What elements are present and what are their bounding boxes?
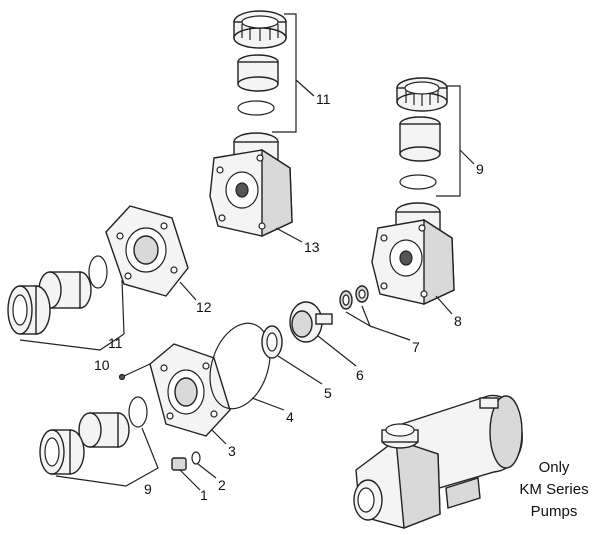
pump-housing-right [371,202,455,306]
impeller [289,301,333,343]
screw [118,363,151,381]
note-line-1: Only [539,459,570,476]
top-union-tailpiece [237,54,279,92]
seal-plate [105,205,189,297]
lower-union-nut [39,429,85,475]
leader-lines [19,13,475,491]
callout-1: 1 [200,487,208,503]
right-union-tailpiece [399,116,441,162]
callout-3: 3 [228,443,236,459]
km-series-pump [353,394,523,529]
note-line-3: Pumps [531,503,578,520]
callout-13: 13 [304,239,320,255]
note-line-2: KM Series [519,481,588,498]
right-union-oring [399,174,437,190]
callout-8: 8 [454,313,462,329]
left-union-tailpiece [38,271,92,309]
front-seal-plate [149,343,231,437]
lower-union-tailpiece [78,412,130,448]
callout-4: 4 [286,409,294,425]
callout-6: 6 [356,367,364,383]
callout-11-top: 11 [316,91,331,107]
wear-rings [339,285,369,310]
callout-9-lower: 9 [144,481,152,497]
callout-12: 12 [196,299,212,315]
callout-2: 2 [218,477,226,493]
shaft-seal [261,325,283,359]
right-union-nut [396,77,448,112]
drain-gasket [191,451,201,465]
pump-housing-top [209,132,293,238]
left-union-oring [88,255,108,289]
callout-9-right: 9 [476,161,484,177]
callout-10: 10 [94,357,110,373]
housing-oring [209,322,271,410]
top-union-oring [237,100,275,116]
callout-5: 5 [324,385,332,401]
callout-11-left: 11 [108,335,123,351]
drain-plug [171,457,187,471]
top-union-nut [233,10,287,49]
left-union-nut [7,285,51,335]
callout-7: 7 [412,339,420,355]
lower-union-oring [128,396,148,428]
